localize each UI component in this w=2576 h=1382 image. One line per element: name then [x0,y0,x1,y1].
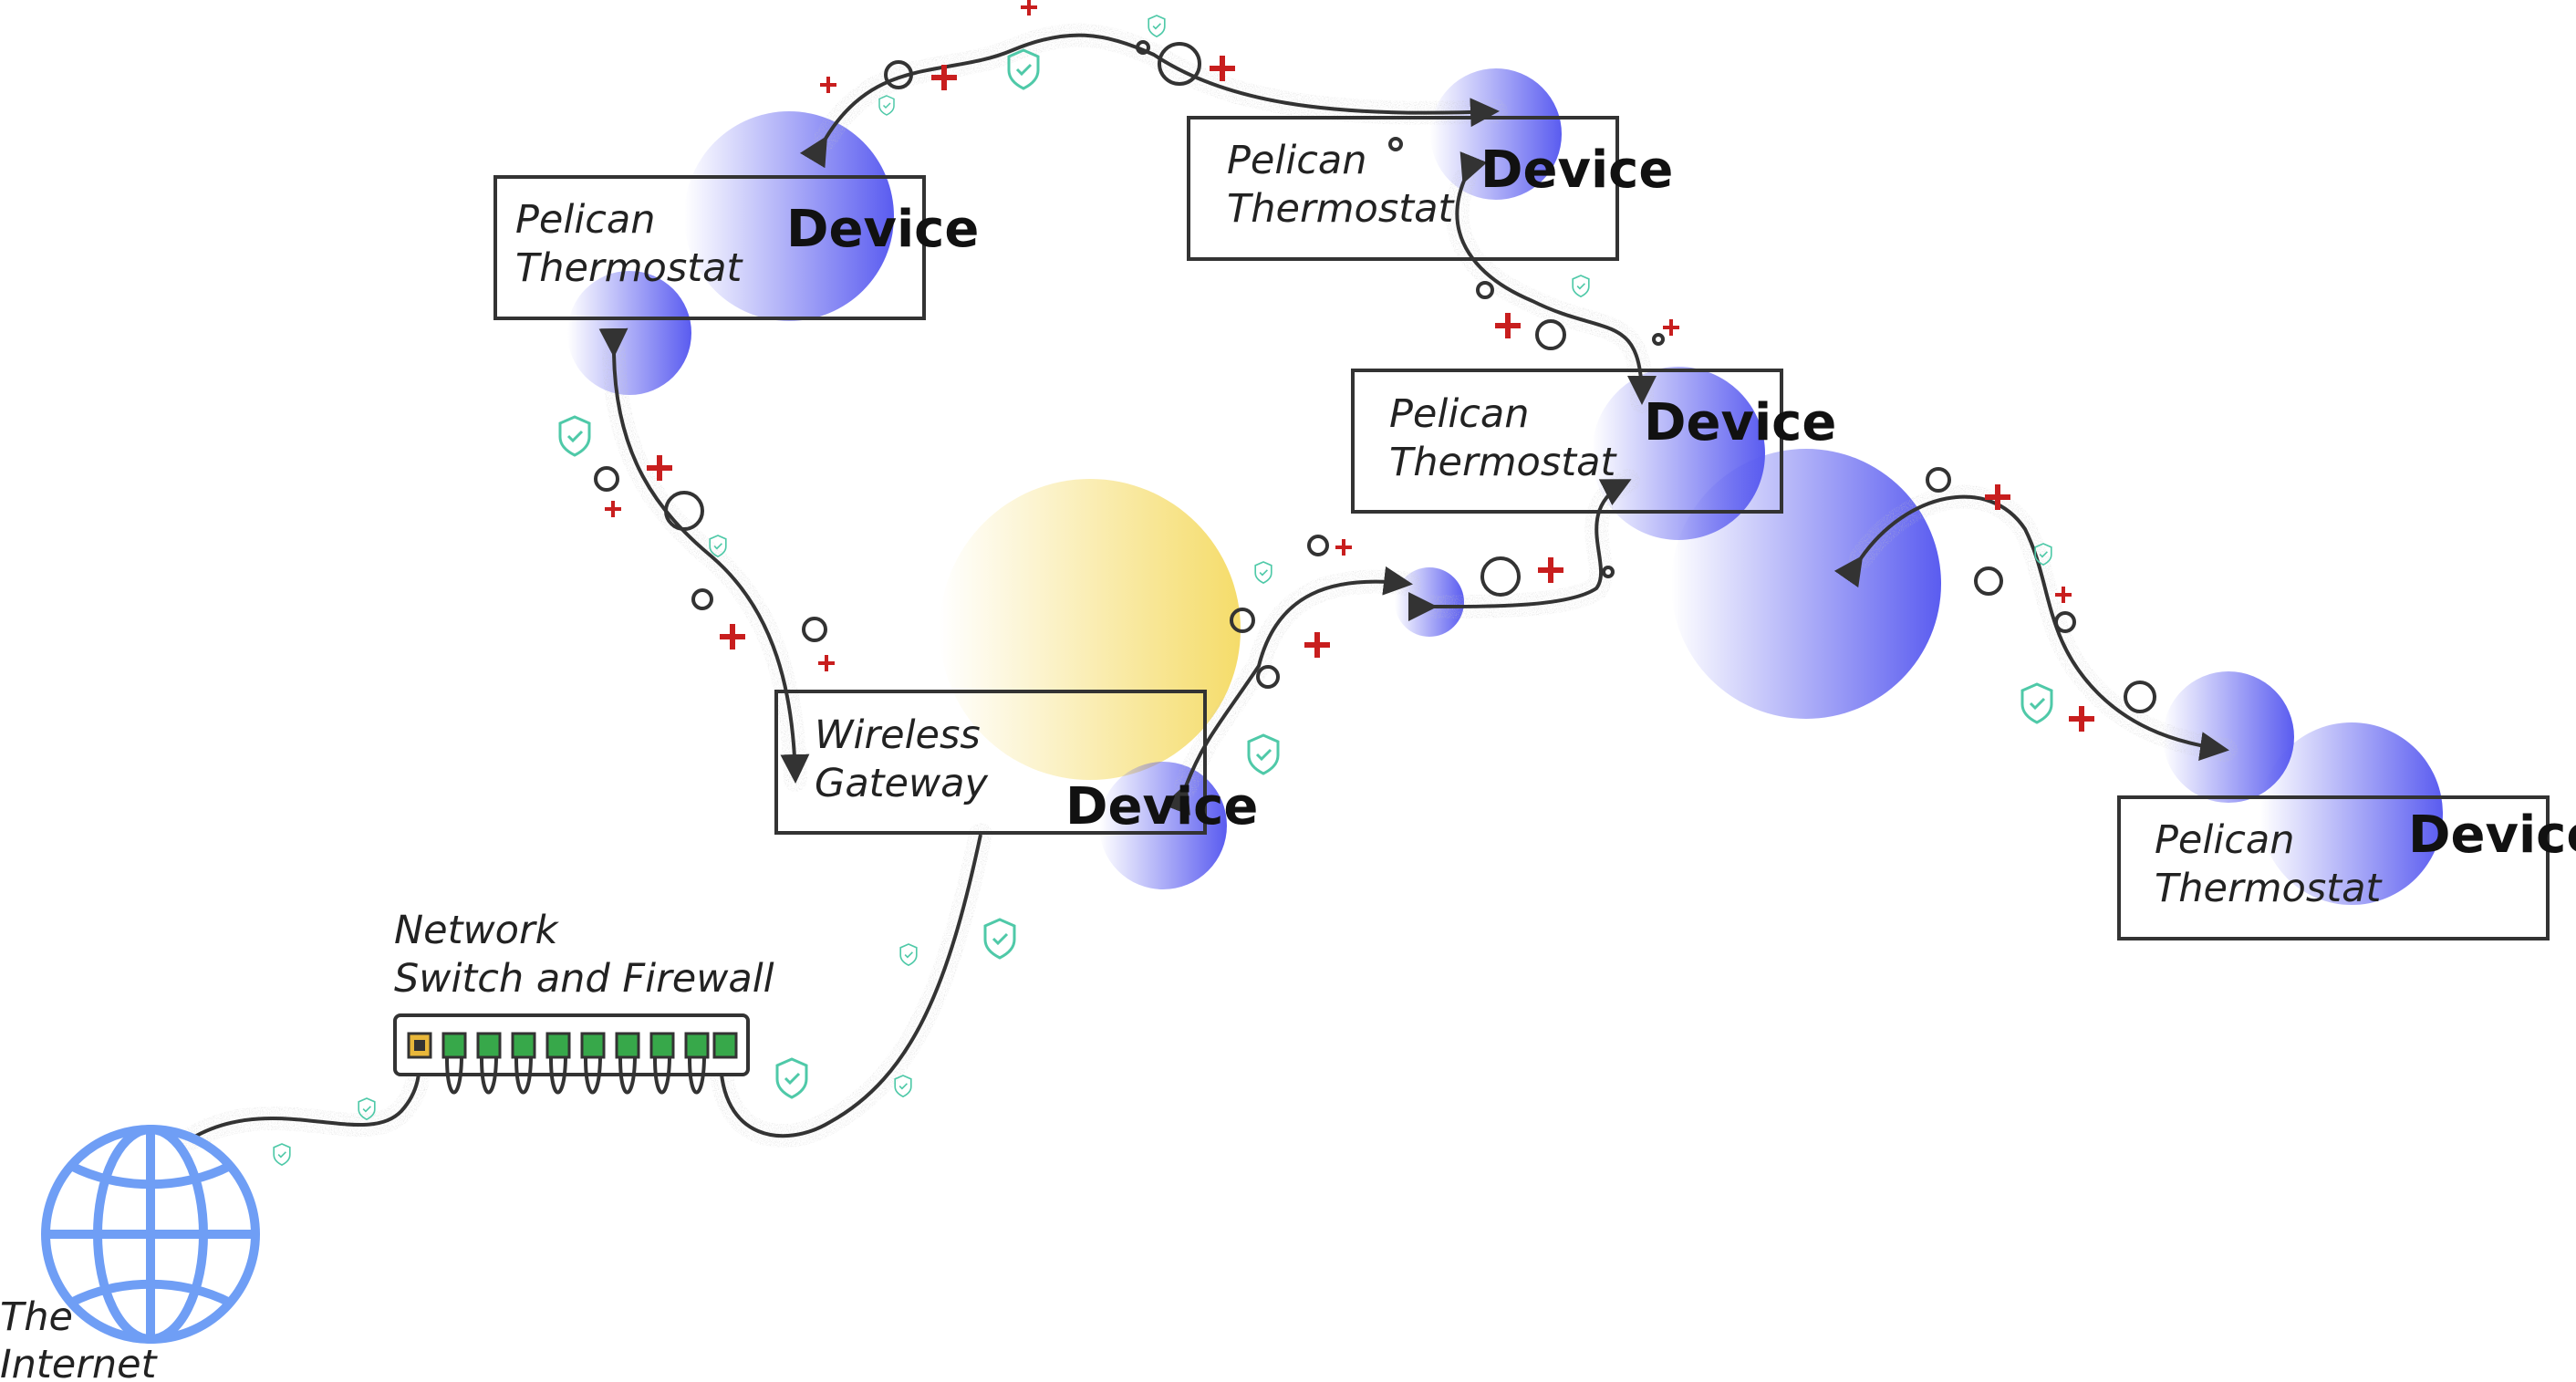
thermostat-device-label: Device [1644,393,1836,452]
gateway-halo [940,479,1241,780]
plus-icon [1334,537,1354,557]
globe-icon [41,1125,260,1344]
thermostat-box: Pelican Thermostat Device [493,175,979,320]
plus-icon [818,75,838,95]
plus-icon [1661,317,1681,338]
switch-ports [441,1032,738,1059]
thermostat-label-line1: Pelican [1389,391,1530,437]
shield-icon [899,943,918,966]
gateway-box: Wireless Gateway Device [774,690,1258,836]
thermostat-device-label: Device [2408,805,2576,865]
thermostat-label-line2: Thermostat [1227,186,1455,232]
shield-icon [1148,15,1166,37]
network-links [190,33,2229,1140]
plus-icon [816,653,836,673]
circle-icon [1256,665,1280,689]
thermostat-label-line2: Thermostat [1389,440,1617,485]
circle-icon [1476,281,1494,299]
circle-icon [1230,608,1255,633]
shield-icon [1572,275,1590,297]
circle-icon [2124,681,2156,713]
plus-icon [1304,632,1330,658]
plus-icon [1019,0,1039,17]
thermostat-label-line1: Pelican [1227,138,1367,183]
gateway-label-line1: Wireless [815,712,981,758]
plus-icon [1538,557,1563,583]
link-switch-gateway [719,834,982,1138]
thermostat-box: Pelican Thermostat Device [2117,795,2576,940]
switch-icon [393,1013,750,1095]
plus-icon [1495,313,1521,338]
thermostat-box: Pelican Thermostat Device [1187,116,1673,261]
thermostat-label-line1: Pelican [515,197,656,243]
link-relay-thermostat4 [1833,494,2229,761]
shield-icon [878,95,895,116]
packet-circles [594,40,2156,713]
circle-icon [594,466,619,492]
circle-icon [1974,566,2003,596]
link-thermostat2-thermostat3 [1455,151,1657,405]
shield-icon [273,1143,291,1166]
plus-icon [2069,706,2094,732]
circle-icon [1307,535,1329,556]
device-blob [1671,449,1941,719]
shield-icon [2020,682,2053,724]
switch-label-line2: Switch and Firewall [394,956,774,1002]
shield-icon [894,1075,912,1097]
circle-icon [664,491,704,531]
internet-label-line1: The [0,1294,73,1340]
switch-label-line1: Network [394,908,560,953]
device-blob [2260,722,2443,905]
circle-icon [1136,40,1150,55]
circle-icon [1388,137,1403,151]
circle-icon [2054,611,2076,633]
circle-icon [802,617,827,642]
thermostat-label-line2: Thermostat [2155,866,2383,911]
switch-port-cables [445,1057,706,1095]
shield-icon [1247,733,1280,775]
plus-icon [603,499,623,519]
plus-icon [720,624,745,649]
gateway-label-line2: Gateway [815,761,989,806]
circle-icon [1926,467,1951,493]
circle-icon [691,588,713,610]
thermostat-box: Pelican Thermostat Device [1351,369,1836,514]
internet-label-line2: Internet [0,1342,159,1382]
circle-icon [884,60,913,89]
link-relay-thermostat3 [1407,479,1632,622]
shield-icon [983,918,1016,960]
shield-icon [775,1057,808,1099]
circle-icon [1480,556,1521,597]
shield-icon [558,415,591,457]
shield-icon [1254,561,1272,584]
gateway-device-label: Device [1065,777,1258,836]
thermostat-label-line2: Thermostat [515,245,743,291]
thermostat-device-label: Device [1480,140,1673,200]
circle-icon [1158,42,1201,86]
thermostat-device-label: Device [786,200,979,259]
link-thermostat1-gateway [598,327,810,784]
circle-icon [1652,333,1665,346]
thermostat-label-line1: Pelican [2155,817,2295,863]
circle-icon [1602,566,1615,578]
circle-icon [1535,319,1566,350]
